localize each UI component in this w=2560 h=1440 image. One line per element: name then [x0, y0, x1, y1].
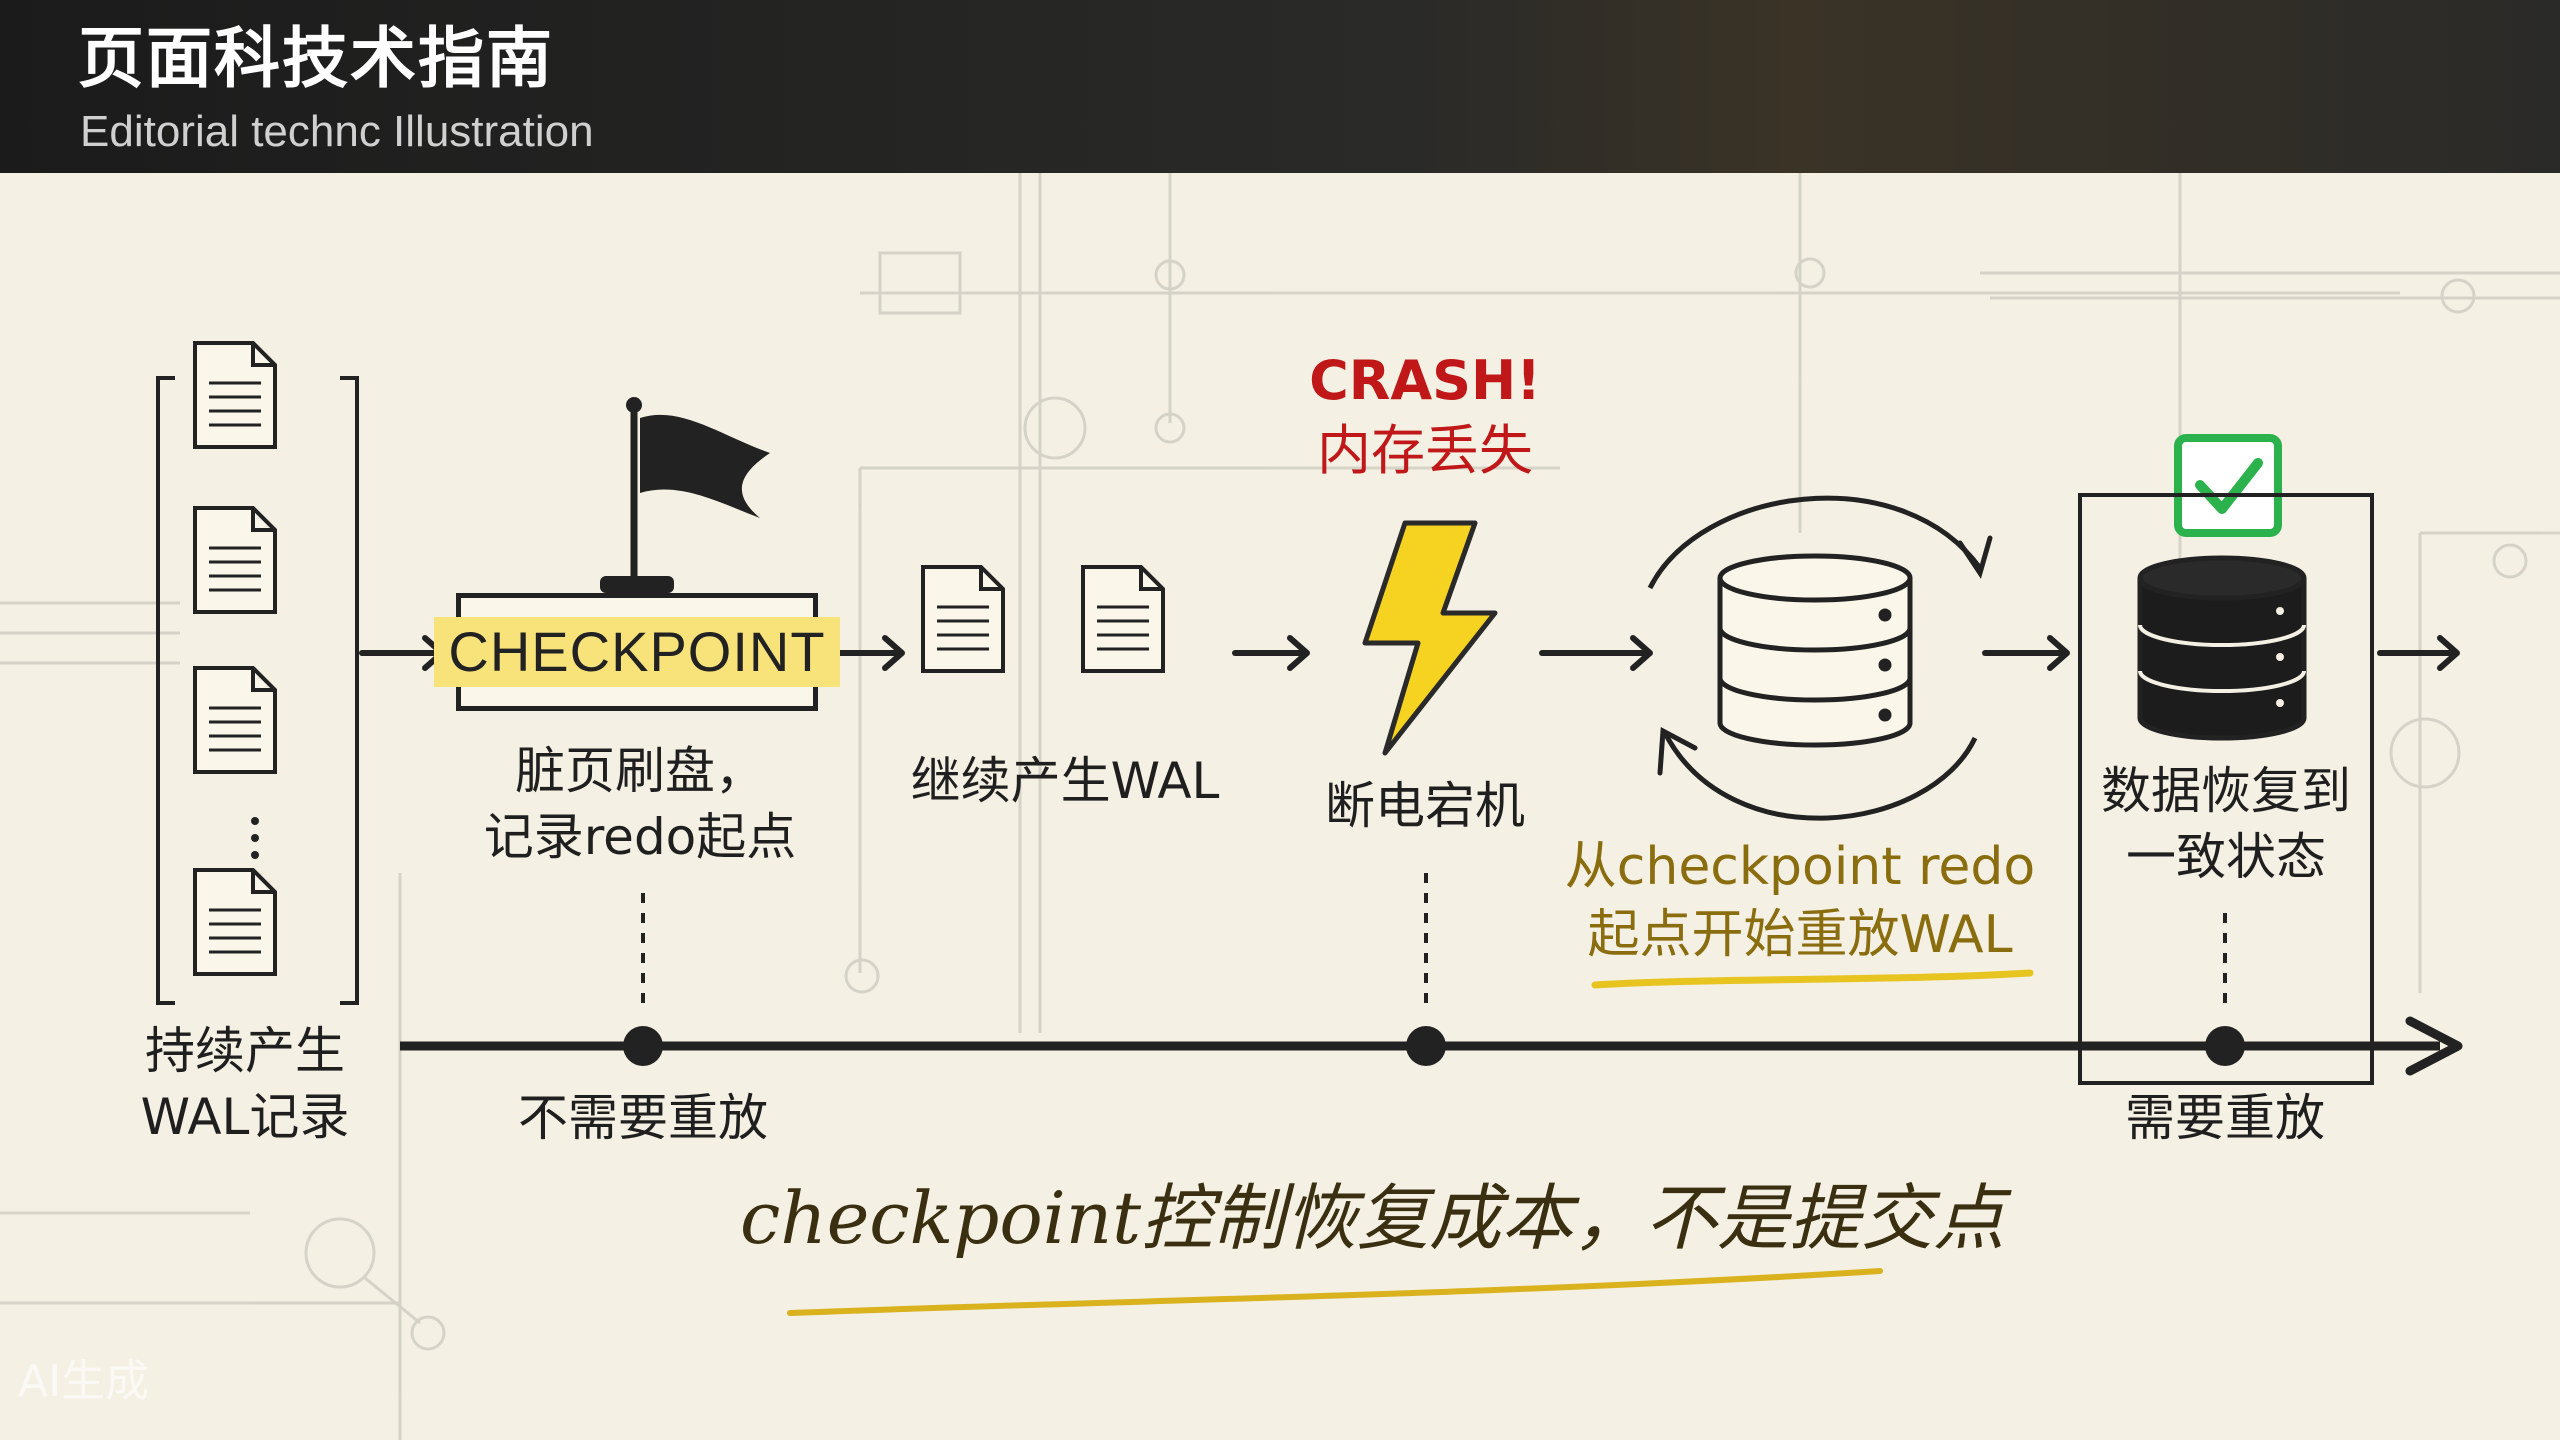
document-icon [1081, 565, 1165, 673]
flow-arrows [359, 635, 2460, 671]
page-subtitle: Editorial technc Illustration [80, 107, 594, 156]
database-icon [2137, 555, 2307, 741]
diagram-graphics [0, 173, 2560, 1440]
header-bar: 页面科技术指南 Editorial technc Illustration [0, 0, 2560, 173]
recovery-label-line2: 起点开始重放WAL [1587, 905, 2013, 965]
background-circuit-lines [0, 173, 2560, 1440]
wal-label-line2: WAL记录 [140, 1088, 350, 1146]
note-underline [787, 1268, 1883, 1316]
no-replay-label: 不需要重放 [518, 1089, 768, 1147]
checkpoint-label: 脏页刷盘， 记录redo起点 [440, 738, 840, 870]
refresh-arrows-icon [1647, 495, 1993, 821]
checkpoint-label-line1: 脏页刷盘， [515, 742, 765, 800]
recovery-underline [1591, 969, 2034, 989]
checkpoint-box: CHECKPOINT [434, 593, 840, 711]
checkpoint-label-line2: 记录redo起点 [483, 808, 797, 866]
consistent-label-line2: 一致状态 [2126, 828, 2326, 886]
timeline [400, 1016, 2463, 1076]
ai-watermark: AI生成 [18, 1356, 150, 1407]
diagram-canvas: 持续产生 WAL记录 CHECKPOINT 脏页刷盘， 记录redo起点 继续产… [0, 173, 2560, 1440]
checkmark-icon [2174, 434, 2282, 537]
need-replay-label: 需要重放 [2125, 1089, 2325, 1147]
dashed-connectors [641, 873, 2227, 1013]
crash-subtitle: 内存丢失 [1317, 419, 1533, 482]
database-icon [1717, 553, 1913, 748]
consistent-state-box [2078, 493, 2374, 1085]
document-icon [193, 868, 277, 976]
page-title: 页面科技术指南 [78, 20, 554, 97]
recovery-label-line1: 从checkpoint redo [1564, 837, 2036, 897]
document-icon [193, 506, 277, 614]
document-icon [193, 666, 277, 774]
document-icon [193, 341, 277, 449]
consistent-label-line1: 数据恢复到 [2101, 762, 2351, 820]
crash-title: CRASH! [1309, 349, 1541, 412]
consistent-label: 数据恢复到 一致状态 [2080, 758, 2372, 890]
recovery-label: 从checkpoint redo 起点开始重放WAL [1560, 833, 2040, 969]
wal-document-stack [156, 341, 359, 1005]
wal-label: 持续产生 WAL记录 [120, 1018, 370, 1150]
crash-label: 断电宕机 [1325, 777, 1525, 835]
flag-icon [600, 397, 770, 593]
lightning-icon [1362, 520, 1498, 756]
wal-label-line1: 持续产生 [145, 1022, 345, 1080]
checkpoint-badge: CHECKPOINT [434, 617, 840, 687]
continue-wal-label: 继续产生WAL [910, 752, 1220, 810]
bottom-note: checkpoint控制恢复成本，不是提交点 [740, 1176, 2006, 1260]
document-icon [921, 565, 1005, 673]
